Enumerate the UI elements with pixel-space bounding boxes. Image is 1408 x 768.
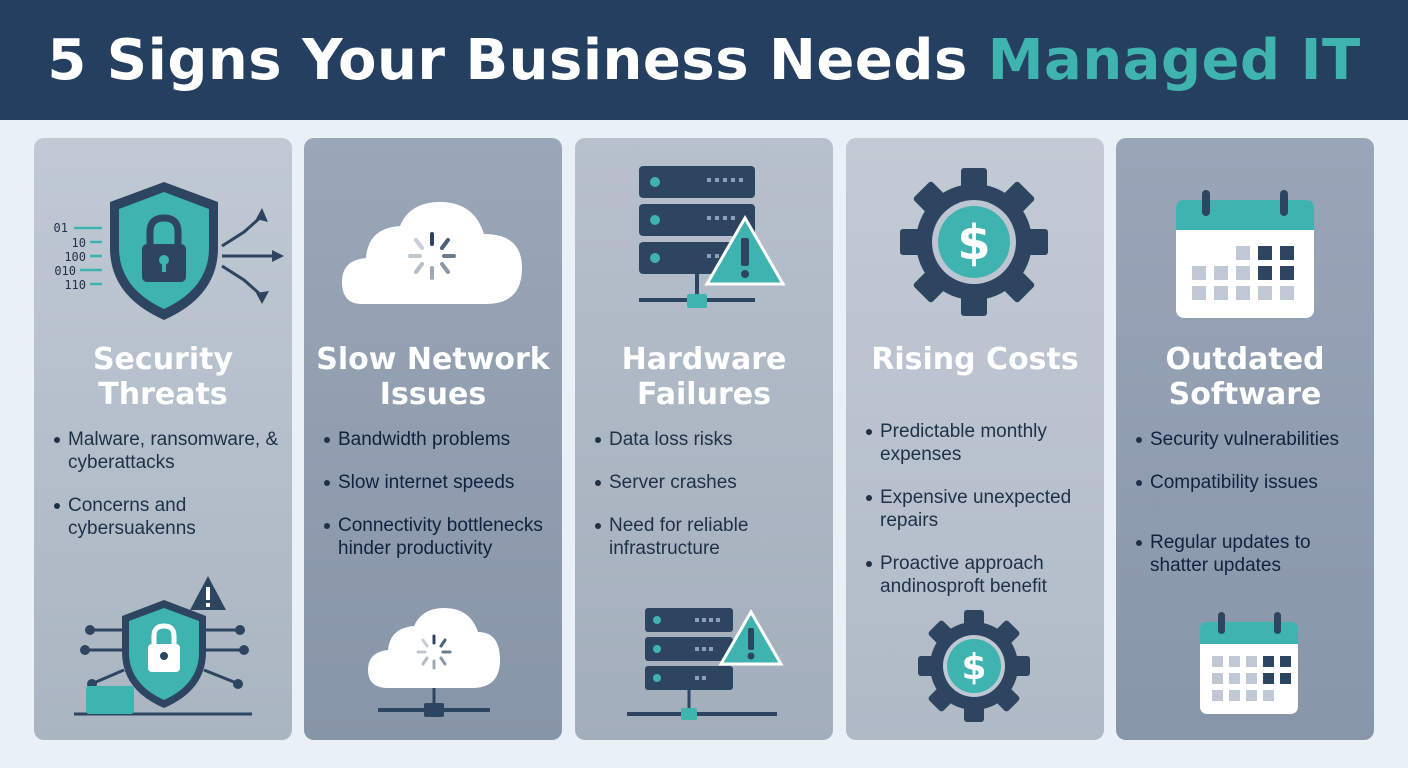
card-slow-network: Slow Network Issues Bandwidth problems S… bbox=[304, 138, 562, 740]
bullet-item: Need for reliable infrastructure bbox=[593, 514, 829, 560]
card-title: Hardware Failures bbox=[621, 342, 787, 412]
card-security-threats: 01 10 100 010 110 Security Threats Malwa… bbox=[34, 138, 292, 740]
dollar-gear-icon: $ bbox=[918, 610, 1030, 722]
card-outdated-software: Outdated Software Security vulnerabiliti… bbox=[1116, 138, 1374, 740]
bullet-item: Data loss risks bbox=[593, 428, 829, 451]
bullet-item: Server crashes bbox=[593, 471, 829, 494]
bullet-list: Malware, ransomware, & cyberattacks Conc… bbox=[52, 428, 288, 560]
svg-text:$: $ bbox=[961, 647, 986, 688]
bullet-item: Bandwidth problems bbox=[322, 428, 558, 451]
shield-network-icon bbox=[74, 576, 252, 716]
card-title: Slow Network Issues bbox=[316, 342, 550, 412]
card-title: Security Threats bbox=[92, 342, 234, 412]
shield-lock-icon: 01 10 100 010 110 bbox=[54, 182, 284, 320]
sub-note-row: & ... bbox=[1134, 494, 1370, 517]
page-title: 5 Signs Your Business Needs Managed IT bbox=[47, 28, 1360, 93]
calendar-icon bbox=[1200, 612, 1298, 714]
bullet-list: Predictable monthly expenses Expensive u… bbox=[864, 420, 1100, 618]
svg-text:$: $ bbox=[957, 215, 990, 271]
server-warning-icon bbox=[627, 608, 784, 720]
header-banner: 5 Signs Your Business Needs Managed IT bbox=[0, 0, 1408, 120]
bullet-item: Connectivity bottlenecks hinder producti… bbox=[322, 514, 558, 560]
bullet-list: Security vulnerabilities Compatibility i… bbox=[1134, 428, 1370, 597]
bullet-item: Predictable monthly expenses bbox=[864, 420, 1100, 466]
calendar-icon bbox=[1176, 190, 1314, 318]
card-rising-costs: $ Rising Costs Predictable monthly expen… bbox=[846, 138, 1104, 740]
binary-text: 010 bbox=[54, 264, 76, 278]
bullet-item: Concerns and cybersuakenns bbox=[52, 494, 288, 540]
bullet-item: Malware, ransomware, & cyberattacks bbox=[52, 428, 288, 474]
card-title: Outdated Software bbox=[1165, 342, 1325, 412]
card-hardware-failures: Hardware Failures Data loss risks Server… bbox=[575, 138, 833, 740]
bullet-list: Bandwidth problems Slow internet speeds … bbox=[322, 428, 558, 580]
title-accent: Managed IT bbox=[987, 27, 1361, 93]
card-title: Rising Costs bbox=[871, 342, 1079, 377]
bullet-item: Security vulnerabilities bbox=[1134, 428, 1370, 451]
sub-note: & ... bbox=[1150, 496, 1181, 515]
cloud-network-icon bbox=[368, 608, 500, 717]
bullet-item: Compatibility issues bbox=[1134, 471, 1370, 494]
binary-text: 110 bbox=[64, 278, 86, 292]
bullet-item: Expensive unexpected repairs bbox=[864, 486, 1100, 532]
bullet-list: Data loss risks Server crashes Need for … bbox=[593, 428, 829, 580]
bullet-item: Proactive approach andinosproft benefit bbox=[864, 552, 1100, 598]
binary-text: 100 bbox=[64, 250, 86, 264]
title-main: 5 Signs Your Business Needs bbox=[47, 27, 988, 93]
server-warning-icon bbox=[639, 166, 786, 308]
binary-text: 01 bbox=[54, 221, 68, 235]
bullet-item: Slow internet speeds bbox=[322, 471, 558, 494]
binary-text: 10 bbox=[72, 236, 86, 250]
dollar-gear-icon: $ bbox=[900, 168, 1048, 316]
bullet-item: Regular updates to shatter updates bbox=[1134, 531, 1370, 577]
cloud-loading-icon bbox=[342, 202, 522, 304]
